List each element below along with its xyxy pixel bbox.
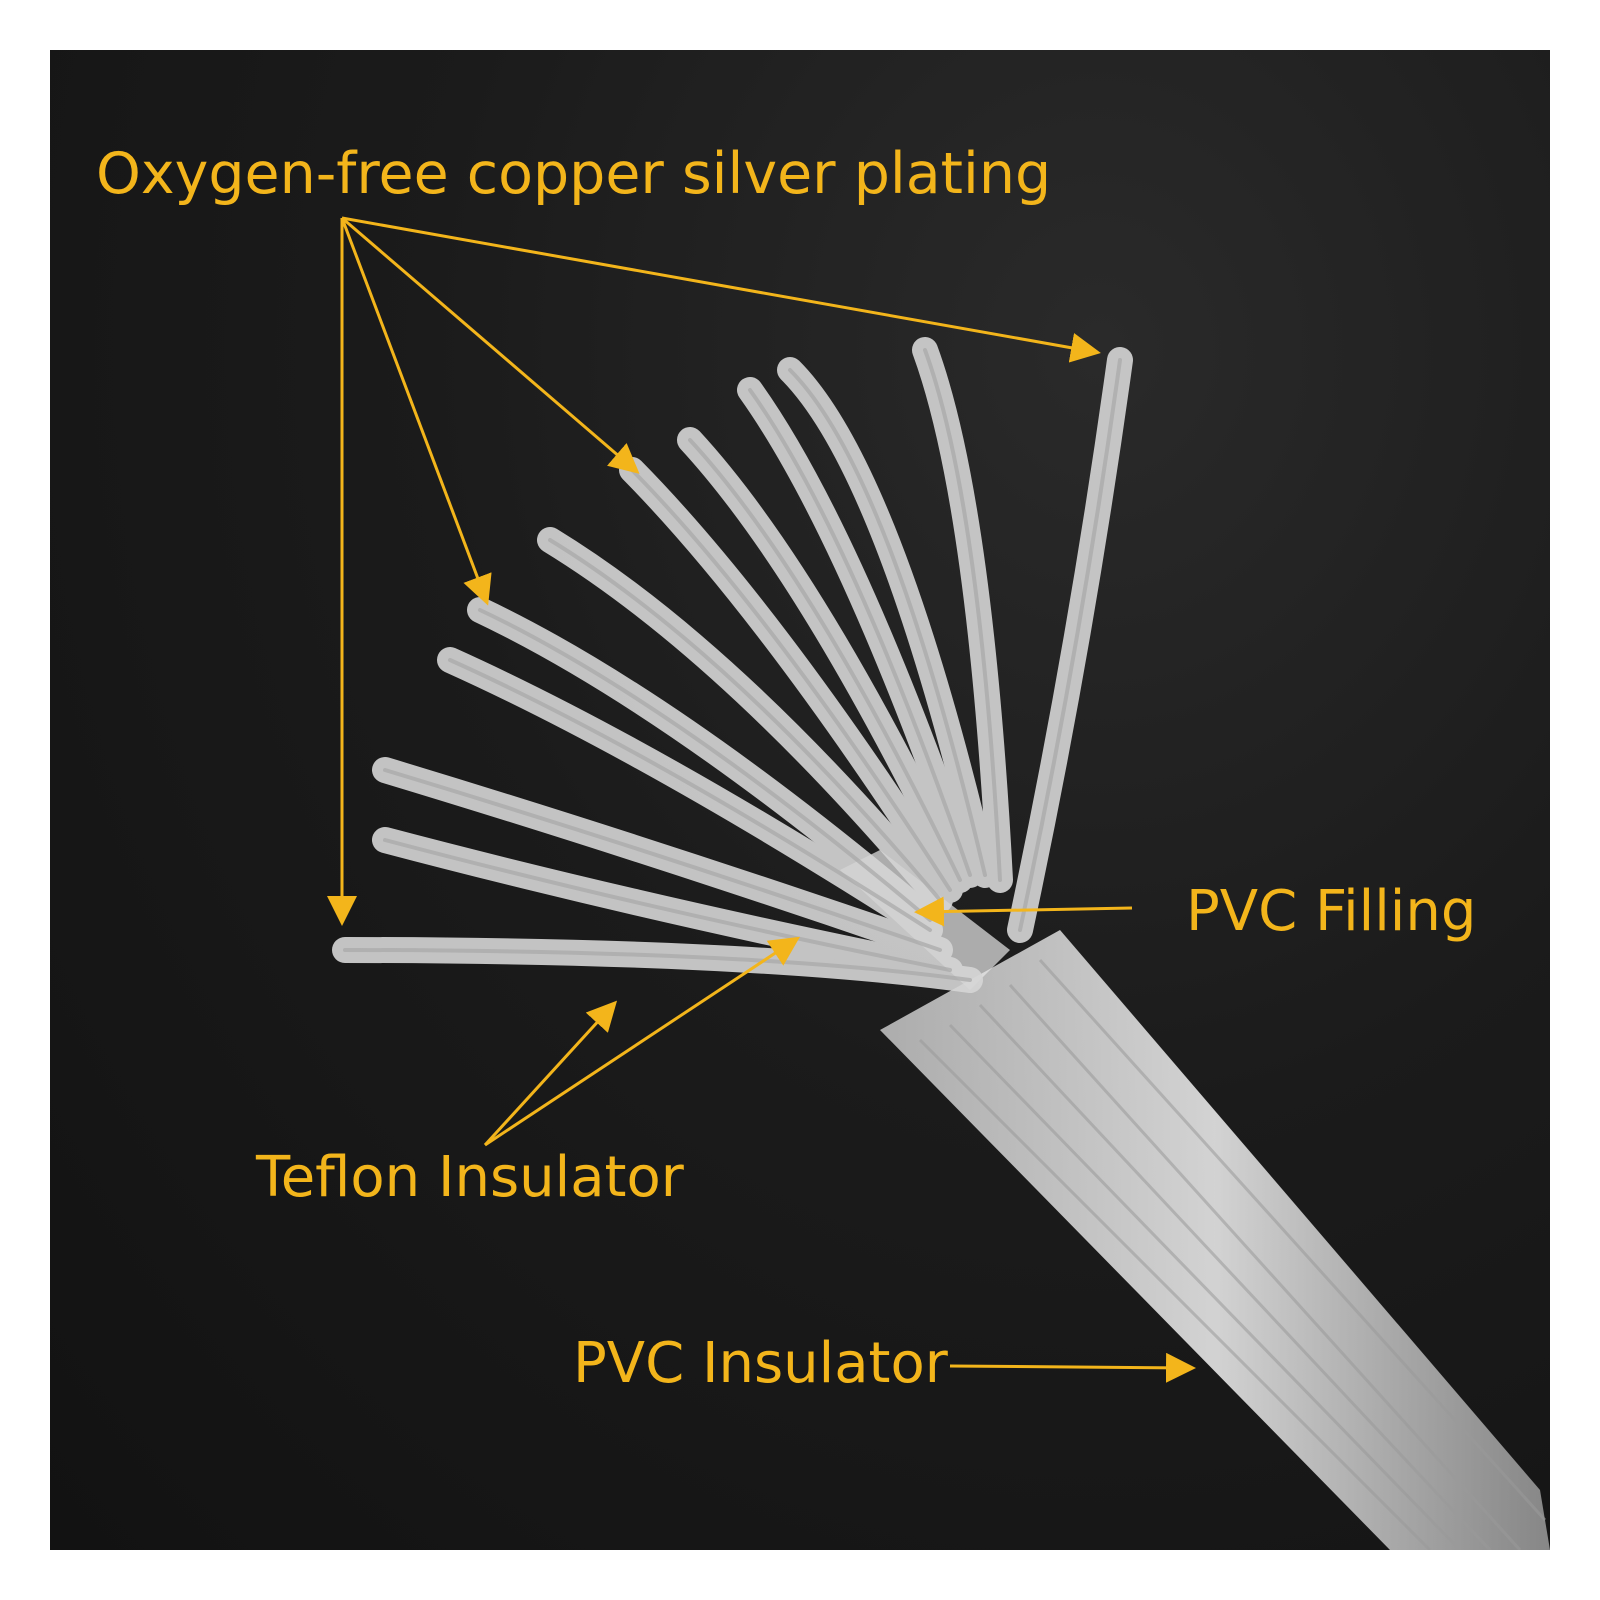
- label-teflon-insulator: Teflon Insulator: [256, 1145, 684, 1210]
- arrow-copper-3: [340, 217, 492, 606]
- arrow-filling: [914, 896, 1133, 927]
- cable-photo: Oxygen-free copper silver plating PVC Fi…: [50, 50, 1550, 1550]
- label-oxygen-free-copper: Oxygen-free copper silver plating: [96, 141, 1052, 207]
- arrow-copper-1: [341, 216, 1101, 363]
- wires: [332, 337, 1133, 993]
- arrow-copper-2: [341, 216, 640, 474]
- callout-arrows: [327, 216, 1196, 1383]
- arrow-teflon-2: [484, 936, 801, 1147]
- label-pvc-insulator: PVC Insulator: [573, 1331, 948, 1396]
- jacket-strands: [918, 958, 1547, 1550]
- label-pvc-filling: PVC Filling: [1186, 879, 1477, 944]
- cable-illustration: [327, 216, 1550, 1550]
- arrow-pvc-insulator: [949, 1352, 1196, 1383]
- pvc-jacket: [880, 930, 1550, 1550]
- arrow-teflon-1: [483, 1000, 618, 1147]
